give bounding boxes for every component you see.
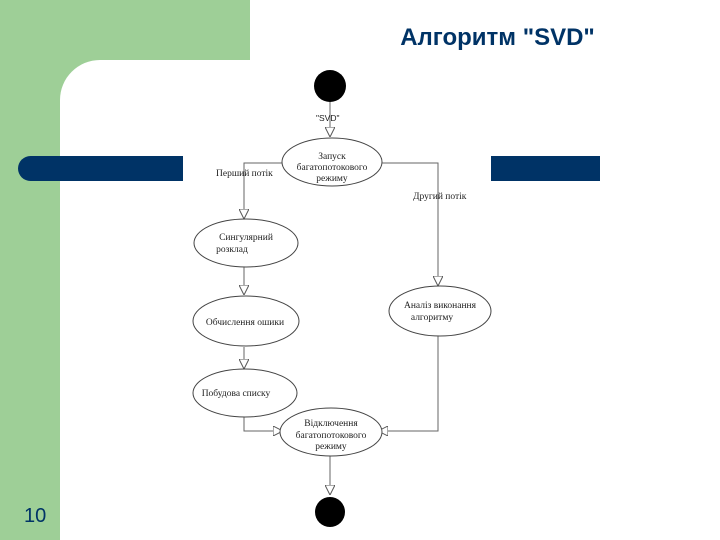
edge-first-thread (244, 162, 282, 219)
edge-list-to-shutdown (243, 417, 283, 431)
green-left-strip (0, 0, 60, 540)
node-decomposition: Сингулярний розклад (193, 218, 299, 268)
node-analysis-line-1: Аналіз виконання (404, 301, 477, 311)
start-label: "SVD" (316, 113, 340, 123)
node-shutdown-line-2: багатопотокового (296, 430, 367, 441)
node-analysis: Аналіз виконання алгоритму (388, 285, 492, 337)
node-launch-line-1: Запуск (318, 152, 346, 162)
slide-title: Алгоритм "SVD" (400, 24, 595, 51)
node-error-calc-line-1: Обчислення ошики (206, 317, 284, 328)
end-node (315, 497, 345, 527)
node-launch-line-2: багатопотокового (297, 162, 368, 173)
edge-second-thread (382, 162, 438, 286)
node-shutdown: Відключення багатопотокового режиму (279, 407, 383, 457)
node-list-build-line-1: Побудова списку (202, 388, 271, 399)
node-error-calc: Обчислення ошики (192, 295, 300, 347)
node-shutdown-line-3: режиму (315, 442, 347, 452)
edge-label-first-thread: Перший потік (216, 168, 273, 179)
node-list-build: Побудова списку (192, 368, 298, 418)
node-analysis-line-2: алгоритму (411, 313, 453, 323)
slide-number: 10 (24, 505, 47, 527)
node-shutdown-line-1: Відключення (304, 419, 358, 429)
node-decomposition-line-2: розклад (216, 245, 248, 255)
edge-label-second-thread: Другий потік (413, 191, 467, 202)
node-launch-line-3: режиму (316, 174, 348, 184)
node-launch: Запуск багатопотокового режиму (281, 137, 383, 187)
node-decomposition-line-1: Сингулярний (219, 232, 273, 243)
navy-band-left (18, 156, 183, 181)
start-node (314, 70, 346, 102)
edge-analysis-to-shutdown (378, 336, 439, 431)
navy-band-right (491, 156, 600, 181)
